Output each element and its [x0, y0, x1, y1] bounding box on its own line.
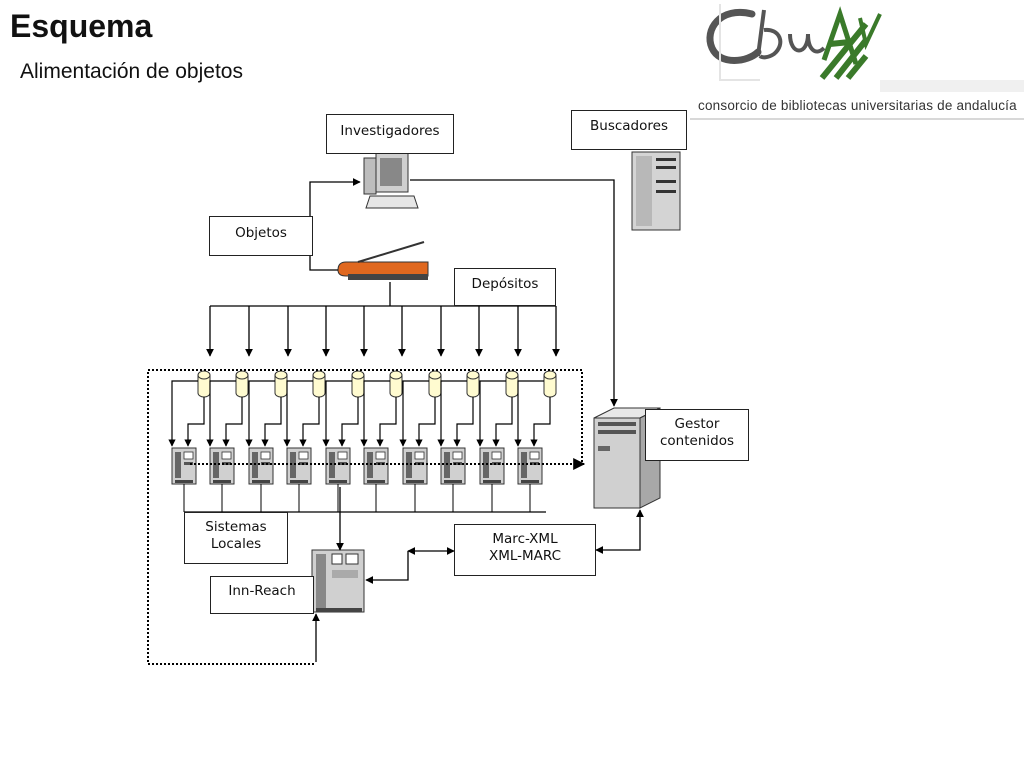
- local-systems-group: [168, 306, 560, 512]
- search-server-icon: [631, 151, 681, 231]
- sync-arrow: [283, 380, 313, 447]
- local-server-icon: [248, 447, 274, 485]
- marc-label-1: Marc-XML: [492, 531, 558, 547]
- sync-arrow: [184, 397, 205, 447]
- local-system-unit: [206, 306, 253, 512]
- local-server-icon: [402, 447, 428, 485]
- repository-cylinder-icon: [505, 370, 519, 398]
- sync-arrow: [338, 397, 359, 447]
- sync-arrow: [222, 397, 243, 447]
- sync-arrow: [168, 380, 198, 447]
- marc-label-2: XML-MARC: [488, 548, 562, 564]
- objetos-box: Objetos: [209, 216, 313, 256]
- repository-cylinder-icon: [428, 370, 442, 398]
- local-server-icon: [286, 447, 312, 485]
- local-server-icon: [363, 447, 389, 485]
- sync-arrow: [376, 397, 397, 447]
- sync-arrow: [453, 397, 474, 447]
- marc-xml-box: Marc-XML XML-MARC: [454, 524, 596, 576]
- sync-arrow: [245, 380, 275, 447]
- local-system-unit: [322, 306, 368, 512]
- depositos-label: Depósitos: [471, 276, 539, 292]
- computer-icon: [363, 151, 419, 209]
- local-system-unit: [514, 306, 560, 512]
- repository-cylinder-icon: [235, 370, 249, 398]
- sync-arrow: [322, 380, 352, 447]
- local-system-unit: [476, 306, 522, 512]
- repository-cylinder-icon: [197, 370, 211, 398]
- sync-arrow: [476, 380, 506, 447]
- sync-arrow: [514, 380, 544, 447]
- cbua-logo: [706, 4, 1024, 92]
- sync-arrow: [437, 380, 467, 447]
- inn-reach-server-icon: [311, 549, 365, 613]
- repository-cylinder-icon: [351, 370, 365, 398]
- gestor-contenidos-box: Gestor contenidos: [645, 409, 749, 461]
- investigadores-box: Investigadores: [326, 114, 454, 154]
- sync-arrow: [261, 397, 282, 447]
- repository-cylinder-icon: [274, 370, 288, 398]
- repository-cylinder-icon: [389, 370, 403, 398]
- repository-cylinder-icon: [543, 370, 557, 398]
- inn-reach-label: Inn-Reach: [228, 583, 296, 599]
- local-server-icon: [171, 447, 197, 485]
- logo-divider: [690, 118, 1024, 120]
- local-system-unit: [399, 306, 445, 512]
- local-system-unit: [360, 306, 406, 512]
- depositos-box: Depósitos: [454, 268, 556, 306]
- local-server-icon: [440, 447, 466, 485]
- local-server-icon: [517, 447, 543, 485]
- local-system-unit: [283, 306, 330, 512]
- local-server-icon: [209, 447, 235, 485]
- sistemas-locales-box: Sistemas Locales: [184, 512, 288, 564]
- investigadores-label: Investigadores: [340, 123, 440, 139]
- local-system-unit: [168, 306, 214, 512]
- sync-arrow: [206, 380, 236, 447]
- dotted-enclosure: [147, 369, 586, 665]
- sync-arrow: [299, 397, 320, 447]
- sistemas-label-2: Locales: [210, 536, 262, 552]
- sync-arrow: [492, 397, 513, 447]
- page-title: Esquema: [10, 8, 153, 44]
- sistemas-label-1: Sistemas: [205, 519, 267, 535]
- buscadores-label: Buscadores: [590, 118, 668, 134]
- sync-arrow: [399, 380, 429, 447]
- local-server-icon: [479, 447, 505, 485]
- repository-cylinder-icon: [312, 370, 326, 398]
- inn-reach-box: Inn-Reach: [210, 576, 314, 614]
- page-subtitle: Alimentación de objetos: [20, 60, 243, 83]
- gestor-label-2: contenidos: [659, 433, 734, 449]
- local-system-unit: [437, 306, 483, 512]
- buscadores-box: Buscadores: [571, 110, 687, 150]
- gestor-label-1: Gestor: [674, 416, 720, 432]
- sync-arrow: [415, 397, 436, 447]
- scanner-icon: [337, 241, 429, 280]
- logo-tagline: consorcio de bibliotecas universitarias …: [698, 98, 1017, 113]
- sync-arrow: [530, 397, 551, 447]
- local-server-icon: [325, 447, 351, 485]
- repository-cylinder-icon: [466, 370, 480, 398]
- sync-arrow: [360, 380, 390, 447]
- objetos-label: Objetos: [235, 225, 287, 241]
- local-system-unit: [245, 306, 292, 512]
